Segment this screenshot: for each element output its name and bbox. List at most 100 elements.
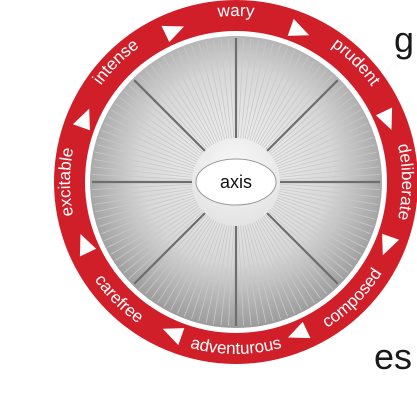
minor-spoke [101, 197, 196, 234]
minor-spoke [93, 159, 193, 176]
major-spoke [133, 79, 206, 152]
minor-spoke [213, 39, 230, 139]
minor-spoke [240, 225, 252, 326]
minor-spoke [251, 47, 288, 142]
minor-spoke [157, 60, 213, 146]
minor-spoke [253, 222, 295, 314]
minor-spoke [261, 65, 321, 147]
minor-spoke [205, 224, 228, 323]
minor-spoke [279, 159, 379, 176]
minor-spoke [92, 186, 193, 198]
minor-spoke [278, 144, 376, 171]
minor-spoke [255, 221, 302, 311]
minor-spoke [96, 144, 194, 171]
minor-spoke [119, 97, 201, 157]
minor-spoke [237, 38, 244, 139]
ring-arrow-icon [375, 107, 393, 130]
minor-spoke [93, 188, 193, 205]
minor-spoke [128, 85, 204, 153]
minor-spoke [139, 74, 207, 150]
minor-spoke [163, 219, 215, 307]
minor-spoke [268, 85, 344, 153]
minor-spoke [275, 116, 365, 163]
minor-spoke [107, 116, 197, 163]
minor-spoke [128, 211, 204, 279]
minor-spoke [170, 53, 217, 143]
minor-spoke [278, 151, 377, 174]
minor-spoke [198, 224, 225, 322]
ring-arrow-icon [79, 234, 97, 257]
minor-spoke [213, 225, 230, 325]
minor-spoke [263, 215, 327, 295]
minor-spoke [111, 109, 199, 161]
minor-spoke [95, 190, 194, 213]
minor-spoke [269, 209, 349, 273]
minor-spoke [139, 214, 207, 290]
minor-spoke [261, 217, 321, 299]
minor-spoke [184, 47, 221, 142]
minor-spoke [276, 199, 368, 241]
major-spoke [133, 212, 206, 285]
minor-spoke [237, 225, 244, 326]
minor-spoke [228, 38, 235, 139]
minor-spoke [249, 44, 281, 141]
minor-spoke [191, 223, 223, 320]
minor-spoke [104, 199, 196, 241]
minor-spoke [242, 39, 259, 139]
ring-arrow-icon [287, 18, 310, 36]
minor-spoke [275, 201, 365, 248]
ring-arrow-icon [288, 321, 311, 339]
minor-spoke [268, 211, 344, 279]
minor-spoke [247, 224, 274, 322]
minor-spoke [198, 42, 225, 140]
minor-spoke [151, 217, 211, 299]
minor-spoke [104, 123, 196, 165]
minor-spoke [257, 219, 309, 307]
center-label: axis [220, 172, 252, 192]
minor-spoke [272, 103, 358, 159]
ring-arrows-group [72, 18, 400, 346]
minor-spoke [244, 41, 267, 140]
minor-spoke [96, 193, 194, 220]
minor-spoke [101, 130, 196, 167]
ring-arrow-icon [382, 233, 400, 256]
minor-spoke [265, 74, 333, 150]
minor-spoke [269, 91, 349, 155]
minor-spoke [107, 201, 197, 248]
minor-spoke [271, 207, 353, 267]
minor-spoke [273, 109, 361, 161]
minor-spoke [279, 166, 380, 178]
minor-spoke [276, 130, 371, 167]
minor-spoke [145, 69, 209, 149]
ring-arrow-icon [162, 328, 185, 346]
minor-spoke [249, 223, 281, 320]
minor-spoke [119, 207, 201, 267]
minor-spoke [123, 209, 203, 273]
minor-spoke [279, 174, 380, 181]
minor-spoke [191, 44, 223, 141]
minor-spoke [277, 195, 374, 227]
minor-spoke [276, 197, 371, 234]
minor-spoke [170, 221, 217, 311]
minor-spoke [205, 41, 228, 140]
ring-label-wary: wary [216, 1, 256, 21]
minor-spoke [163, 57, 215, 145]
minor-spoke [151, 65, 211, 147]
center-oval [195, 158, 277, 206]
minor-spoke [277, 137, 374, 169]
minor-spoke [242, 225, 259, 325]
minor-spoke [98, 195, 195, 227]
minor-spoke [123, 91, 203, 155]
ring-arrow-icon [161, 25, 184, 43]
minor-spoke [157, 218, 213, 304]
minor-spoke [279, 183, 380, 190]
cut-off-text-bottom: es [374, 336, 413, 377]
minor-spoke [278, 193, 376, 220]
minor-spoke [272, 205, 358, 261]
minor-spoke [240, 38, 252, 139]
minor-spoke [145, 215, 209, 295]
minor-spoke [259, 60, 315, 146]
minor-spoke [111, 203, 199, 255]
